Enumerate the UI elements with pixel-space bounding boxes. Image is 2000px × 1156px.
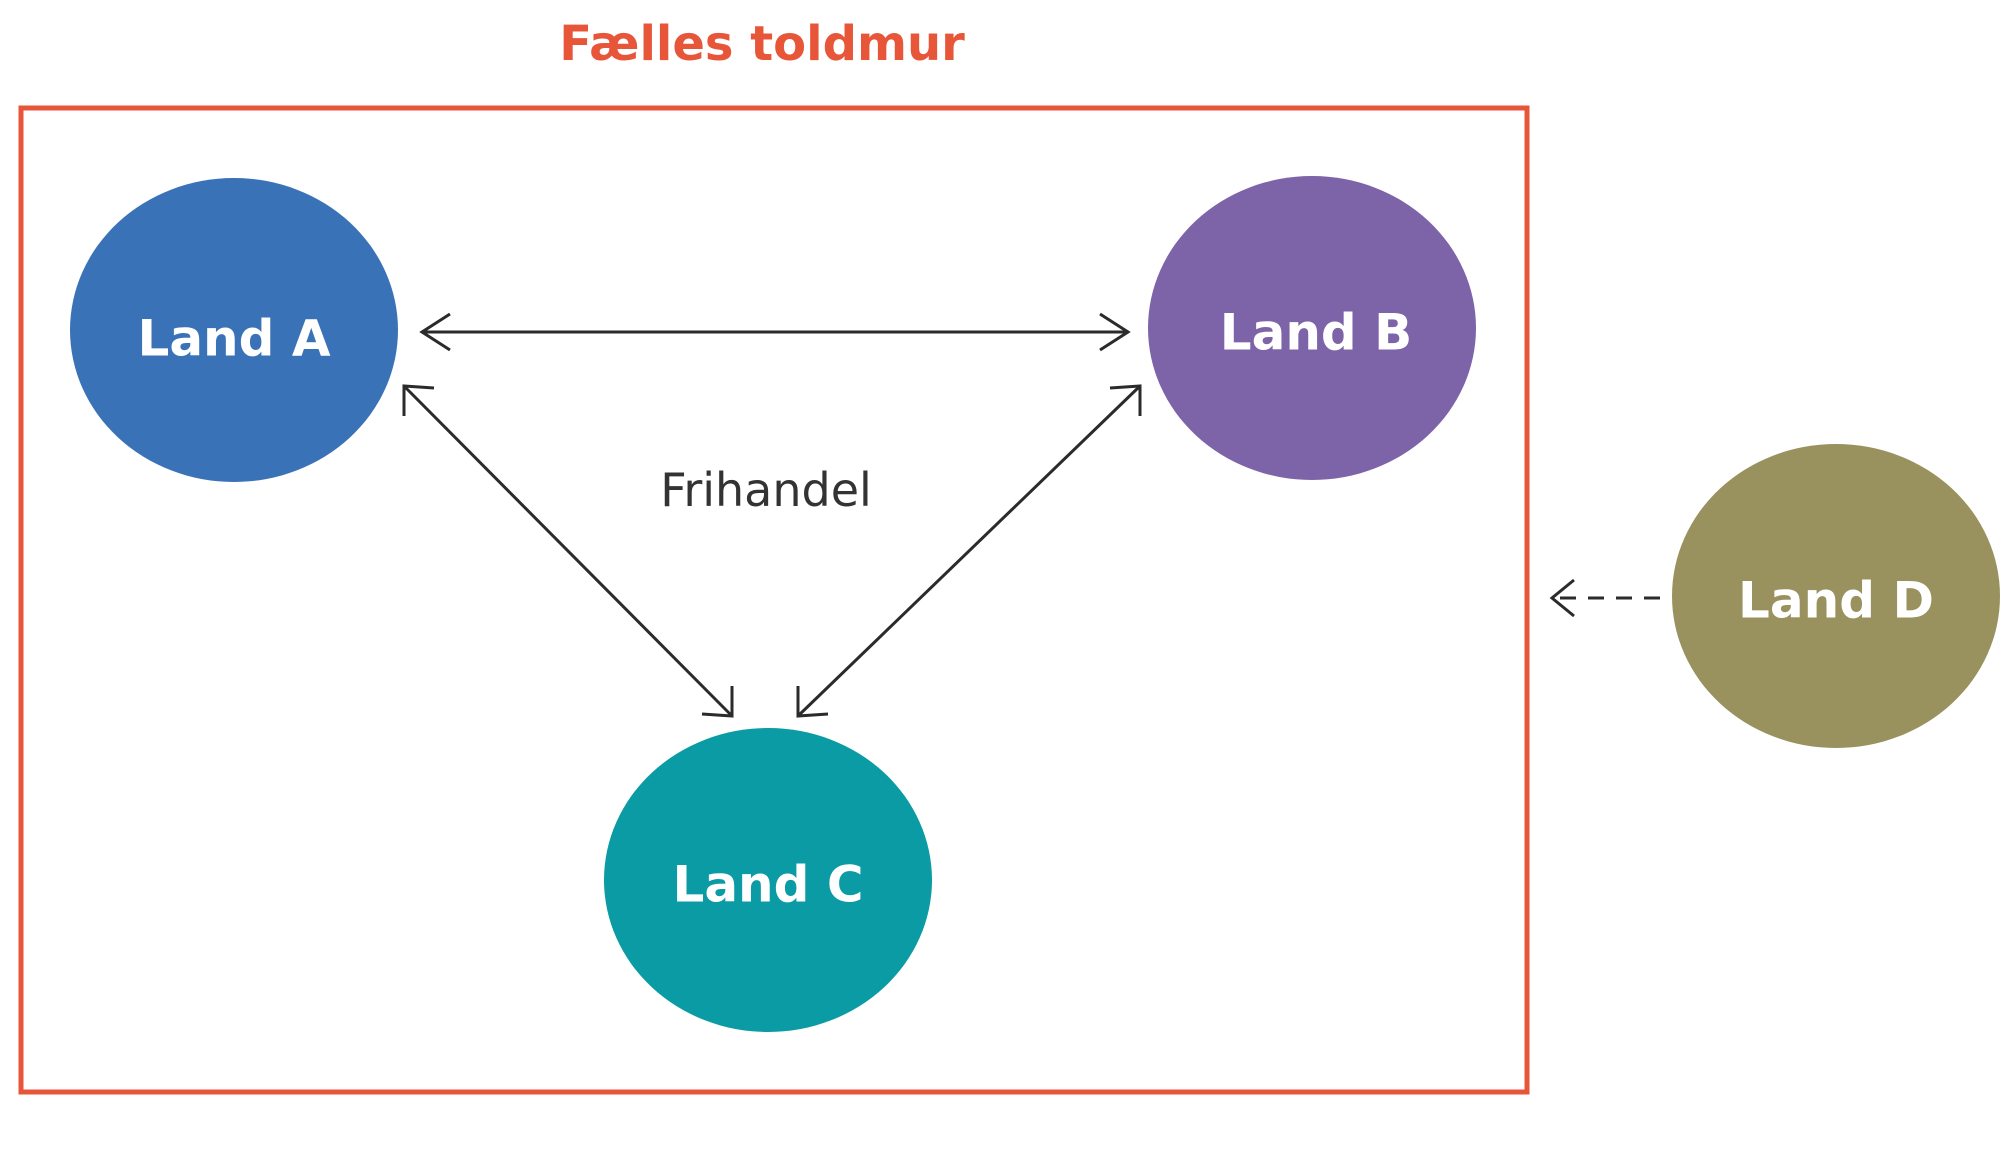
land-c-circle: [604, 728, 932, 1032]
land-d-circle: [1672, 444, 2000, 748]
arrow-b-c: [796, 384, 1142, 718]
arrow-d-to-wall: [1549, 578, 1660, 618]
node-land-b: Land B: [1148, 176, 1476, 480]
diagram-title: Fælles toldmur: [559, 16, 965, 72]
land-d-label: Land D: [1738, 572, 1934, 630]
land-a-label: Land A: [137, 310, 330, 368]
node-land-d: Land D: [1672, 444, 2000, 748]
land-b-circle: [1148, 176, 1476, 480]
customs-wall-border: [18, 105, 1530, 1095]
free-trade-label: Frihandel: [660, 463, 872, 517]
node-land-a: Land A: [70, 178, 398, 482]
arrow-a-b: [419, 312, 1131, 352]
land-a-circle: [70, 178, 398, 482]
free-trade-arrows: [402, 312, 1142, 718]
land-c-label: Land C: [672, 856, 863, 914]
arrow-a-c: [402, 384, 734, 718]
land-b-label: Land B: [1220, 304, 1413, 362]
node-land-c: Land C: [604, 728, 932, 1032]
